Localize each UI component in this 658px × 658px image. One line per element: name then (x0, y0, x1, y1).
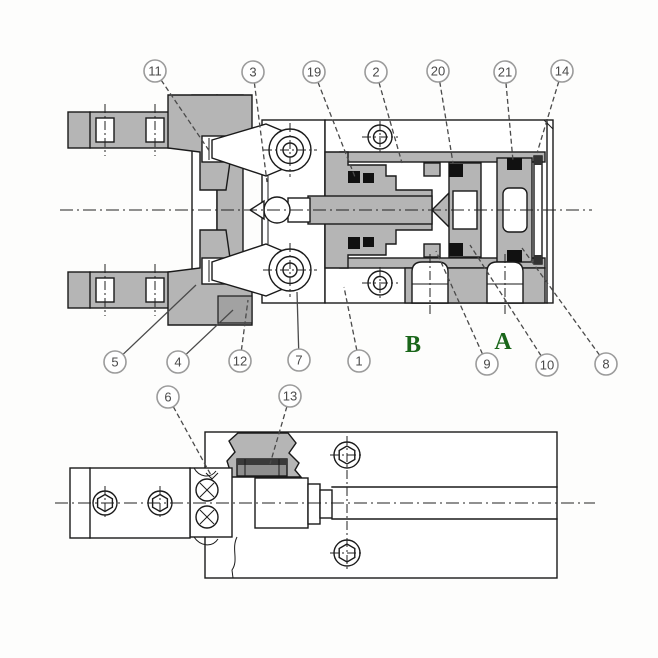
leader-line-3 (253, 82, 268, 183)
callout-number-6: 6 (164, 390, 171, 405)
leader-line-7 (296, 291, 300, 350)
callout-6: 6 (156, 385, 213, 478)
callout-number-13: 13 (283, 389, 297, 404)
callout-7: 7 (287, 291, 311, 372)
callout-2: 2 (364, 60, 403, 164)
port-A (486, 254, 524, 316)
callout-number-5: 5 (111, 355, 118, 370)
callout-13: 13 (269, 384, 302, 465)
callout-number-11: 11 (148, 64, 162, 79)
callout-19: 19 (302, 60, 356, 178)
callout-8: 8 (521, 247, 618, 376)
callout-3: 3 (241, 60, 268, 183)
rod-seal-bottom-b (363, 237, 374, 247)
leader-line-20 (439, 81, 454, 164)
callout-circle-11 (143, 59, 167, 83)
callout-number-19: 19 (307, 65, 321, 80)
callout-number-2: 2 (372, 65, 379, 80)
callout-number-7: 7 (295, 353, 302, 368)
callout-1: 1 (343, 286, 371, 373)
callout-circle-7 (287, 348, 311, 372)
hex-bolt-bottom (330, 539, 364, 567)
callout-5: 5 (103, 284, 197, 374)
callout-12: 12 (228, 299, 252, 373)
callout-number-21: 21 (498, 65, 512, 80)
callout-circle-19 (302, 60, 326, 84)
leader-line-1 (343, 286, 358, 351)
callout-circle-8 (594, 352, 618, 376)
leader-line-19 (317, 82, 356, 178)
callout-circle-2 (364, 60, 388, 84)
leader-line-12 (240, 299, 249, 351)
callout-circle-3 (241, 60, 265, 84)
callout-circle-6 (156, 385, 180, 409)
side-finger-block (189, 467, 233, 546)
callout-number-1: 1 (355, 354, 362, 369)
leader-line-2 (378, 82, 403, 164)
port-label-B: B (405, 332, 421, 358)
callout-circle-20 (426, 59, 450, 83)
side-clevis (254, 477, 333, 529)
callout-number-3: 3 (249, 65, 256, 80)
leader-line-5 (122, 284, 197, 355)
callout-circle-12 (228, 349, 252, 373)
lever-pivot-lower (263, 243, 317, 297)
callout-circle-5 (103, 350, 127, 374)
body-corner-chamfer (543, 119, 554, 130)
leader-line-14 (536, 81, 560, 154)
rod-seal-bottom-a (348, 237, 360, 249)
callout-circle-9 (475, 352, 499, 376)
socket-screw-top (362, 121, 398, 153)
leader-line-21 (505, 82, 514, 162)
wear-ring-top (423, 162, 441, 177)
callout-11: 11 (143, 59, 211, 153)
callout-20: 20 (426, 59, 454, 164)
leader-line-11 (160, 79, 211, 153)
callout-14: 14 (536, 59, 574, 154)
callout-number-12: 12 (233, 354, 247, 369)
callout-circle-13 (278, 384, 302, 408)
callout-circle-14 (550, 59, 574, 83)
leader-line-13 (269, 406, 288, 465)
callout-number-4: 4 (174, 355, 181, 370)
callout-number-20: 20 (431, 64, 445, 79)
callout-9: 9 (435, 250, 499, 376)
top-view (60, 94, 592, 326)
leader-line-6 (172, 406, 213, 478)
rod-seal-top-a (348, 171, 360, 183)
callout-circle-10 (535, 353, 559, 377)
port-label-A: A (494, 329, 512, 355)
socket-screw-bottom (362, 267, 398, 299)
roller-pin (236, 458, 288, 477)
callout-number-8: 8 (602, 357, 609, 372)
callout-circle-4 (166, 350, 190, 374)
callout-number-14: 14 (555, 64, 569, 79)
side-view (55, 431, 595, 579)
callout-number-10: 10 (540, 358, 554, 373)
leader-line-10 (469, 244, 542, 357)
callout-4: 4 (166, 309, 234, 374)
callout-21: 21 (493, 60, 517, 162)
leader-line-8 (521, 247, 601, 356)
lever-pivot-upper (263, 123, 317, 177)
leader-line-9 (435, 250, 484, 355)
wear-ring-bottom (423, 243, 441, 258)
port-B (411, 254, 449, 316)
callout-10: 10 (469, 244, 559, 377)
callout-number-9: 9 (483, 357, 490, 372)
callout-circle-1 (347, 349, 371, 373)
rod-seal-top-b (363, 173, 374, 183)
leader-line-4 (185, 309, 234, 355)
break-line (231, 536, 238, 579)
callout-circle-21 (493, 60, 517, 84)
